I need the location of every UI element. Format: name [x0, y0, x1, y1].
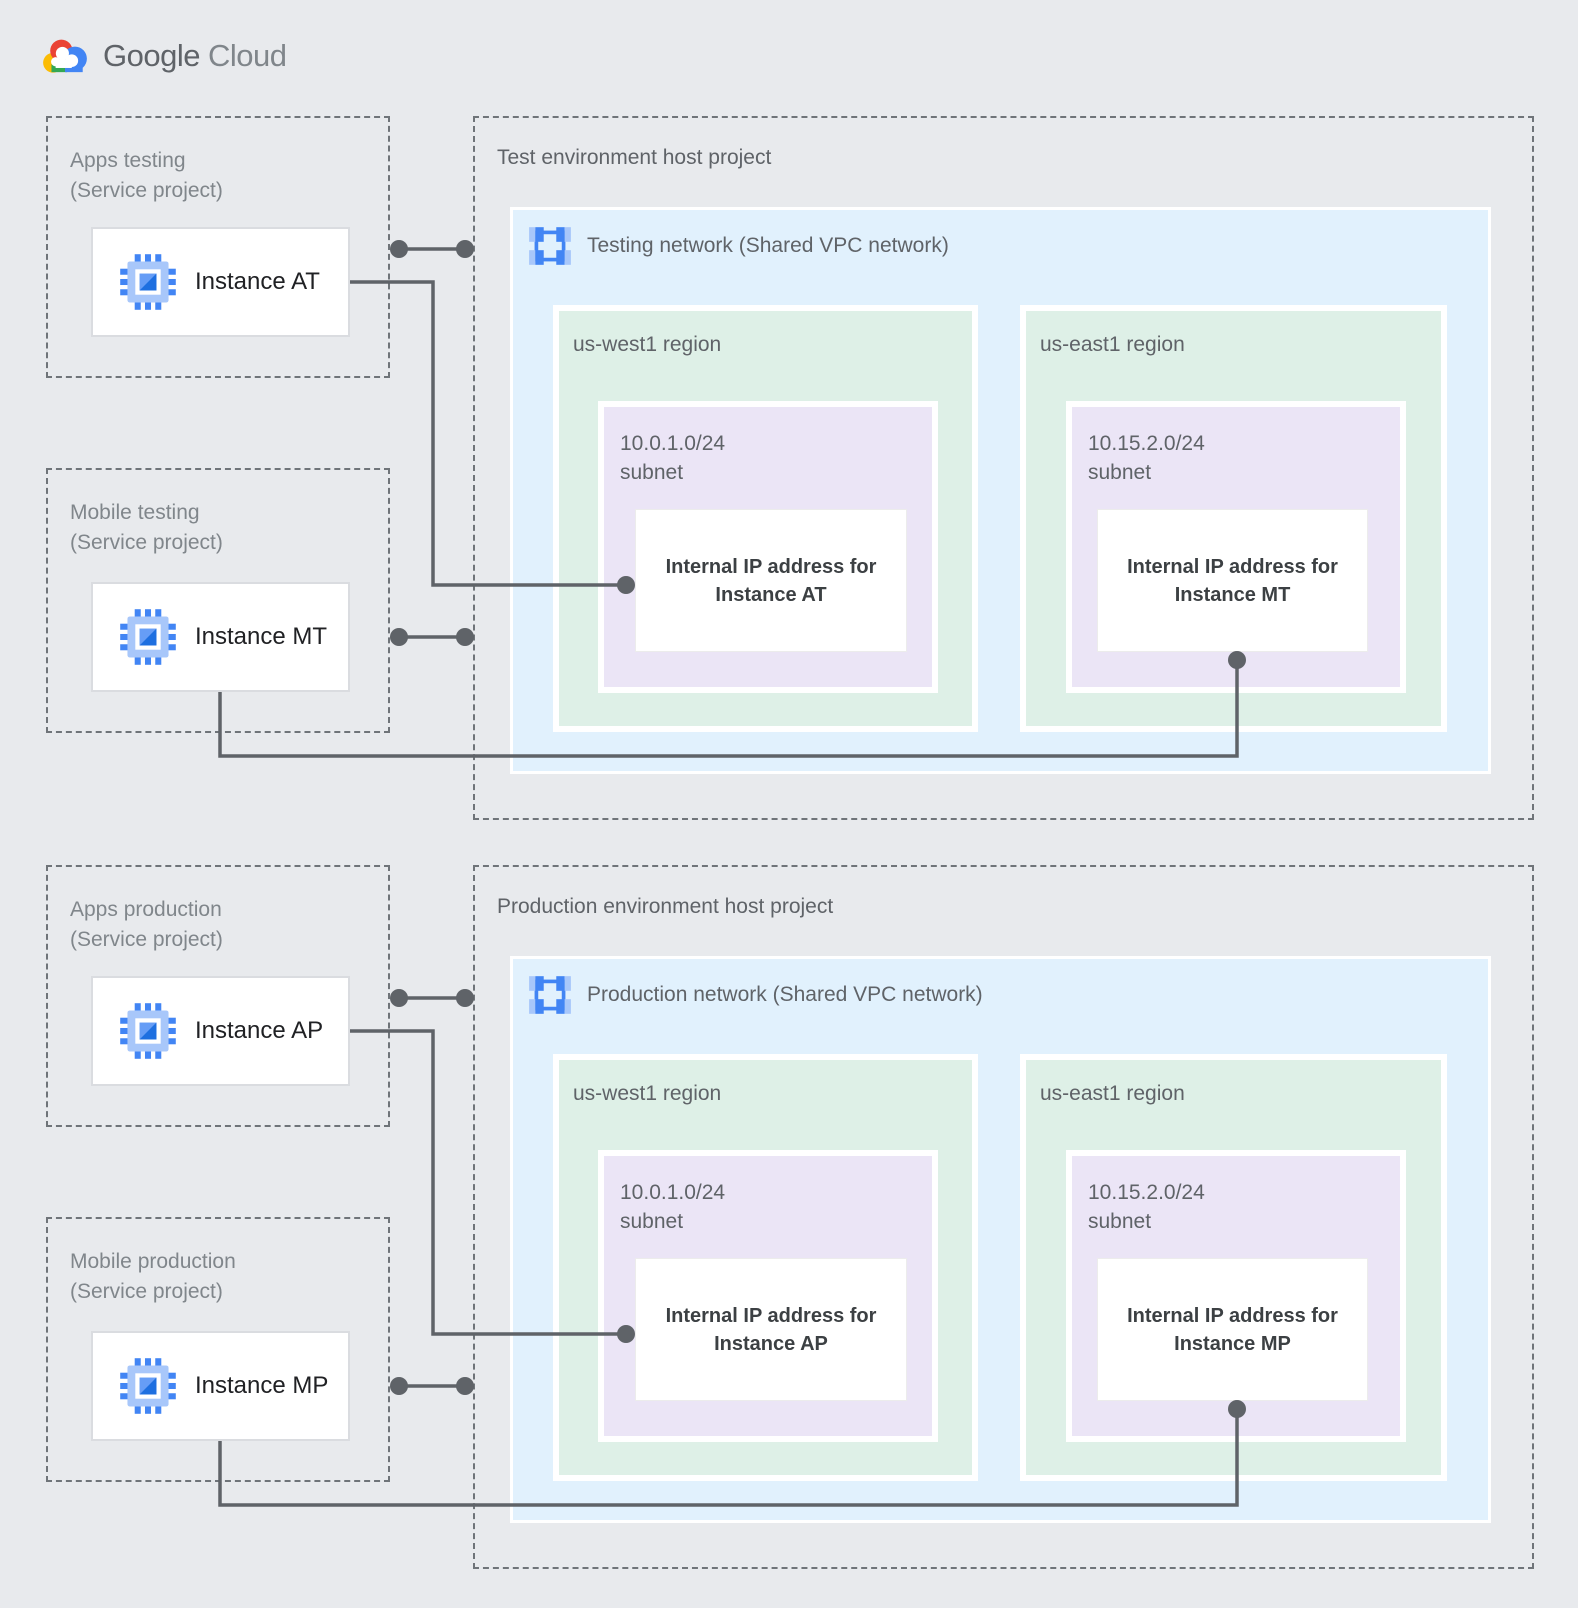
subnet-cidr: 10.15.2.0/24 — [1088, 432, 1205, 455]
connector-endpoint-dot — [456, 240, 474, 258]
subnet-word: subnet — [620, 1210, 684, 1233]
connector-endpoint-dot — [456, 989, 474, 1007]
service-project-label: Apps testing (Service project) — [70, 146, 223, 206]
ip-line1: Internal IP address for — [665, 1304, 877, 1327]
google-cloud-logo-icon — [43, 39, 87, 73]
host-project-title: Test environment host project — [497, 146, 772, 169]
subnet-word: subnet — [620, 461, 684, 484]
service-project-name: Mobile production — [70, 1250, 236, 1273]
connector-endpoint-dot — [390, 240, 408, 258]
internal-ip-instance-ap: Internal IP address for Instance AP — [635, 1258, 907, 1401]
connector-endpoint-dot — [390, 628, 408, 646]
region-label: us-east1 region — [1040, 333, 1185, 356]
logo-brand: Google — [103, 38, 200, 73]
service-project-type: (Service project) — [70, 179, 223, 202]
internal-ip-label: Internal IP address for Instance AP — [666, 1302, 877, 1358]
subnet-label: 10.0.1.0/24 subnet — [620, 1178, 725, 1236]
region-label: us-west1 region — [573, 1082, 722, 1105]
network-label: Testing network (Shared VPC network) — [587, 234, 949, 257]
internal-ip-label: Internal IP address for Instance MT — [1127, 553, 1338, 609]
connector-endpoint-dot — [456, 628, 474, 646]
service-project-name: Apps production — [70, 898, 222, 921]
network-label: Production network (Shared VPC network) — [587, 983, 983, 1006]
host-project-title: Production environment host project — [497, 895, 834, 918]
ip-line2: Instance AP — [714, 1332, 828, 1355]
internal-ip-label: Internal IP address for Instance MP — [1127, 1302, 1338, 1358]
service-project-apps-testing: Apps testing (Service project) — [46, 116, 390, 378]
ip-line2: Instance MT — [1174, 583, 1291, 606]
subnet-cidr: 10.15.2.0/24 — [1088, 1181, 1205, 1204]
subnet-label: 10.15.2.0/24 subnet — [1088, 429, 1205, 487]
compute-engine-icon — [120, 1003, 176, 1059]
ip-line1: Internal IP address for — [1127, 555, 1338, 578]
ip-line2: Instance MP — [1174, 1332, 1291, 1355]
subnet-cidr: 10.0.1.0/24 — [620, 432, 726, 455]
subnet-label: 10.0.1.0/24 subnet — [620, 429, 725, 487]
connector-endpoint-dot — [456, 1377, 474, 1395]
service-project-name: Mobile testing — [70, 501, 200, 524]
service-project-label: Mobile production (Service project) — [70, 1247, 236, 1307]
instance-label: Instance AP — [195, 1017, 324, 1044]
service-project-label: Mobile testing (Service project) — [70, 498, 223, 558]
service-project-type: (Service project) — [70, 1280, 223, 1303]
subnet-label: 10.15.2.0/24 subnet — [1088, 1178, 1205, 1236]
vpc-network-icon — [529, 227, 571, 265]
ip-line2: Instance AT — [715, 583, 827, 606]
service-project-mobile-production: Mobile production (Service project) — [46, 1217, 390, 1482]
network-header: Testing network (Shared VPC network) — [527, 225, 949, 267]
instance-mt-card: Instance MT — [91, 582, 350, 692]
instance-label: Instance AT — [195, 268, 320, 295]
connector-endpoint-dot — [390, 1377, 408, 1395]
instance-ap-card: Instance AP — [91, 976, 350, 1086]
region-label: us-east1 region — [1040, 1082, 1185, 1105]
logo-product: Cloud — [207, 38, 287, 73]
compute-engine-icon — [120, 1358, 176, 1414]
region-label: us-west1 region — [573, 333, 722, 356]
subnet-word: subnet — [1088, 461, 1152, 484]
vpc-network-icon — [529, 976, 571, 1014]
service-project-name: Apps testing — [70, 149, 186, 172]
service-project-type: (Service project) — [70, 531, 223, 554]
subnet-cidr: 10.0.1.0/24 — [620, 1181, 726, 1204]
ip-line1: Internal IP address for — [1127, 1304, 1338, 1327]
internal-ip-instance-mt: Internal IP address for Instance MT — [1097, 509, 1368, 652]
connector-endpoint-dot — [390, 989, 408, 1007]
service-project-apps-production: Apps production (Service project) — [46, 865, 390, 1127]
instance-label: Instance MP — [195, 1372, 329, 1399]
subnet-word: subnet — [1088, 1210, 1152, 1233]
instance-at-card: Instance AT — [91, 227, 350, 337]
service-project-mobile-testing: Mobile testing (Service project) — [46, 468, 390, 733]
compute-engine-icon — [120, 254, 176, 310]
instance-label: Instance MT — [195, 623, 328, 650]
instance-mp-card: Instance MP — [91, 1331, 350, 1441]
internal-ip-label: Internal IP address for Instance AT — [666, 553, 877, 609]
internal-ip-instance-mp: Internal IP address for Instance MP — [1097, 1258, 1368, 1401]
internal-ip-instance-at: Internal IP address for Instance AT — [635, 509, 907, 652]
service-project-type: (Service project) — [70, 928, 223, 951]
network-header: Production network (Shared VPC network) — [527, 974, 983, 1016]
service-project-label: Apps production (Service project) — [70, 895, 223, 955]
ip-line1: Internal IP address for — [665, 555, 877, 578]
compute-engine-icon — [120, 609, 176, 665]
